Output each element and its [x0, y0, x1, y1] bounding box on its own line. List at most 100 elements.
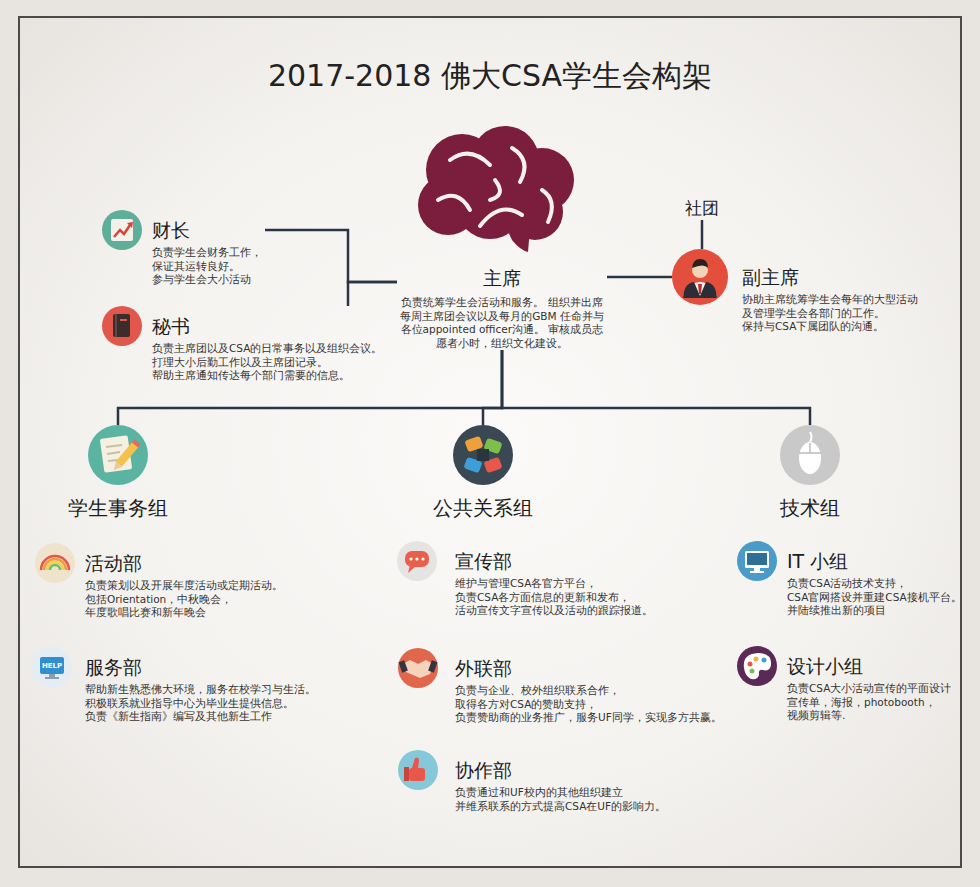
node-description: 负责主席团以及CSA的日常事务以及组织会议。 打理大小后勤工作以及主席团记录。 … [152, 342, 386, 383]
icon-slot [397, 541, 437, 581]
mouse-icon-part [799, 442, 821, 474]
connector [607, 276, 672, 279]
help-label: HELP [40, 661, 64, 671]
rainbow-icon-part [41, 556, 69, 570]
node-description: 维护与管理CSA各官方平台， 负责CSA各方面信息的更新和发布， 活动宣传文字宣… [455, 577, 656, 618]
brain-illustration-part [418, 126, 574, 252]
finance-icon-part [114, 225, 130, 237]
pencil-icon [88, 425, 148, 485]
department-node: 设计小组负责CSA大小活动宣传的平面设计 宣传单，海报，photobooth， … [737, 646, 955, 723]
thumb-icon-part [412, 757, 419, 768]
palette-icon-part [750, 669, 755, 674]
pencil-icon-part [111, 439, 141, 472]
pencil-icon-part-part [107, 452, 120, 454]
node-description: 帮助新生熟悉佛大环境，服务在校学习与生活。 积极联系就业指导中心为毕业生提供信息… [85, 683, 319, 724]
club-node: 社团 [685, 196, 719, 220]
help-monitor-icon-part [49, 674, 55, 677]
palette-icon-part [762, 658, 767, 663]
person-icon-part [683, 282, 717, 298]
node-description: 负责学生会财务工作， 保证其运转良好。 参与学生会大小活动 [152, 246, 265, 287]
node-heading: 副主席 [742, 264, 921, 290]
text-column: IT 小组负责CSA活动技术支持， CSA官网搭设并重建CSA接机平台。 并陆续… [787, 541, 965, 618]
node-heading: 秘书 [152, 313, 386, 339]
text-column: 设计小组负责CSA大小活动宣传的平面设计 宣传单，海报，photobooth， … [787, 646, 955, 723]
text-column: 宣传部维护与管理CSA各官方平台， 负责CSA各方面信息的更新和发布， 活动宣传… [455, 541, 656, 618]
handshake-icon-part [428, 660, 437, 672]
notebook-icon-part [120, 319, 127, 321]
palette-icon-part [748, 662, 753, 667]
node-heading: 社团 [685, 196, 719, 220]
text-column: 协作部负责通过和UF校内的其他组织建立 并维系联系的方式提高CSA在UF的影响力… [455, 750, 670, 813]
icon-slot [737, 541, 777, 581]
icon-slot [780, 425, 840, 485]
node-description: 负责通过和UF校内的其他组织建立 并维系联系的方式提高CSA在UF的影响力。 [455, 786, 670, 813]
icon-slot [672, 249, 728, 305]
icon-slot [737, 646, 777, 686]
department-node: 活动部负责策划以及开展年度活动或定期活动。 包括Orientation，中秋晚会… [35, 543, 286, 620]
chair-node: 主席负责统筹学生会活动和服务。 组织并出席每周主席团会议以及每月的GBM 任命并… [397, 265, 607, 350]
notebook-icon [102, 306, 142, 346]
icon-slot [88, 425, 148, 485]
speech-icon-part [421, 557, 424, 560]
hands-icon-part [453, 425, 513, 485]
notebook-icon-part [115, 314, 117, 337]
brain-illustration-part-part [480, 210, 522, 226]
speech-icon-part [408, 565, 416, 573]
person-icon-part [698, 284, 702, 294]
palette-icon-part [754, 657, 759, 662]
rainbow-icon-part-part [44, 559, 66, 570]
finance-icon-part [111, 219, 133, 241]
help-monitor-icon-part [40, 657, 64, 674]
node-heading: 宣传部 [455, 548, 656, 574]
speech-icon-part [409, 557, 412, 560]
text-column: 财长负责学生会财务工作， 保证其运转良好。 参与学生会大小活动 [152, 210, 265, 287]
group-node: 技术组 [780, 425, 840, 521]
rainbow-icon [35, 543, 75, 583]
thumb-icon-part [404, 767, 409, 781]
text-column: 活动部负责策划以及开展年度活动或定期活动。 包括Orientation，中秋晚会… [85, 543, 286, 620]
connector [483, 350, 502, 425]
rainbow-icon-part [35, 543, 75, 583]
connector [502, 350, 810, 425]
node-heading: IT 小组 [787, 548, 965, 574]
person-icon [672, 249, 728, 305]
mouse-icon-part [799, 452, 821, 454]
finance-icon [102, 210, 142, 250]
pencil-icon-part-part [132, 439, 141, 447]
rainbow-icon-part-part [50, 565, 60, 570]
brain-illustration-part-part [505, 225, 530, 252]
brain-illustration-part-part [438, 196, 470, 210]
brain-illustration-part-part [512, 148, 525, 182]
icon-slot [35, 543, 75, 583]
node-description: 协助主席统筹学生会每年的大型活动 及管理学生会各部门的工作。 保持与CSA下属团… [742, 293, 921, 334]
pencil-icon-part [88, 425, 148, 485]
handshake-icon-part [398, 660, 407, 672]
group-node: 公共关系组 [433, 425, 533, 521]
speech-icon-part [415, 557, 418, 560]
monitor-icon-part [747, 553, 767, 565]
mouse-icon-part [809, 443, 811, 453]
text-column: 副主席协助主席统筹学生会每年的大型活动 及管理学生会各部门的工作。 保持与CSA… [742, 249, 921, 334]
brain-illustration-part-part [450, 154, 490, 165]
node-heading: 外联部 [455, 655, 725, 681]
icon-slot [102, 210, 142, 250]
notebook-icon-part [113, 314, 130, 337]
group-node: 学生事务组 [68, 425, 168, 521]
node-description: 负责策划以及开展年度活动或定期活动。 包括Orientation，中秋晚会， 年… [85, 579, 286, 620]
department-node: 外联部负责与企业、校外组织联系合作， 取得各方对CSA的赞助支持， 负责赞助商的… [398, 648, 725, 725]
rainbow-icon-part-part [41, 556, 69, 570]
connector [348, 282, 397, 306]
person-icon-part [692, 259, 708, 268]
department-node: IT 小组负责CSA活动技术支持， CSA官网搭设并重建CSA接机平台。 并陆续… [737, 541, 965, 618]
pencil-icon-part-part [106, 445, 122, 447]
thumb-icon [398, 750, 438, 790]
node-heading: 服务部 [85, 654, 319, 680]
speech-icon [397, 541, 437, 581]
icon-slot [453, 425, 513, 485]
rainbow-icon-part-part [47, 562, 63, 570]
handshake-icon [398, 648, 438, 688]
palette-icon-part [737, 646, 777, 686]
palette-icon-part [744, 653, 771, 679]
icon-slot [102, 306, 142, 346]
